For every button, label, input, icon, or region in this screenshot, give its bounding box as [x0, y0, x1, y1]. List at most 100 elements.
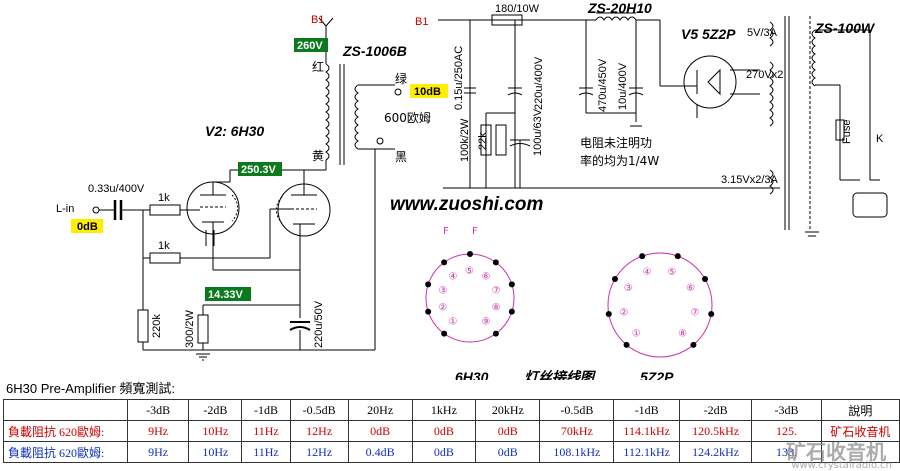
table-cell: 9Hz	[126, 420, 190, 442]
tube-6h30-pin-label: ⑤	[465, 266, 474, 277]
tube-6h30-pin-label: ⑧	[492, 303, 501, 314]
table-cell: 108.1kHz	[539, 441, 615, 463]
fuse-label: Fuse	[841, 120, 853, 144]
row-label: 負載阻抗 620歐姆:	[3, 420, 128, 442]
switch-label: K	[876, 133, 884, 145]
table-cell: 0dB	[411, 441, 477, 463]
tube-6h30-pin-label: ③	[438, 285, 447, 296]
table-cell: 70kHz	[539, 420, 615, 442]
tube-6h30-pin-label: ④	[449, 271, 458, 282]
table-cell: 0dB	[475, 420, 541, 442]
tube-5z2p-pin-dot	[611, 276, 618, 282]
table-cell: 0.4dB	[347, 441, 413, 463]
table-header: -0.5dB	[289, 399, 349, 421]
tube-6h30-pin-label: ②	[438, 303, 447, 314]
tube-5z2p-pin-label: ④	[643, 267, 652, 278]
note-line1: 电阻未注明功	[580, 135, 652, 150]
table-header: -0.5dB	[539, 399, 615, 421]
filament-f-right: F	[472, 226, 478, 237]
table-cell: 12Hz	[289, 441, 349, 463]
tube-5z2p-pin-label: ⑤	[667, 267, 676, 278]
input-cap-label: 0.33u/400V	[88, 183, 145, 195]
tube-6h30-pin-label: ①	[449, 317, 458, 328]
tube-5z2p-pin-label: ②	[620, 307, 629, 318]
table-header: -1dB	[613, 399, 681, 421]
pin-fig-6h30-label: 6H30	[455, 369, 489, 380]
tube-6h30-pin-dot	[425, 281, 432, 288]
voltage-badge-250	[238, 162, 282, 176]
filament-f-left: F	[443, 226, 449, 237]
voltage-badge-260	[294, 38, 328, 52]
table-cell: 133.	[751, 441, 822, 463]
pin-fig-title: 灯丝接线图	[524, 369, 596, 380]
wire-black-label: 黑	[395, 150, 407, 164]
output-transformer-label: ZS-1006B	[342, 43, 407, 59]
cathode-cap-label: 220u/50V	[313, 300, 325, 348]
tube-5z2p-pin-label: ①	[632, 329, 641, 340]
tube-6h30-pin-dot	[425, 308, 432, 315]
b1-left-label: B1	[311, 14, 324, 26]
table-cell: 120.5kHz	[679, 420, 753, 442]
tube-6h30-pin-dot	[467, 251, 473, 257]
r220k-label: 220k	[151, 314, 163, 338]
voltage-14-text: 14.33V	[208, 289, 244, 301]
table-header: -2dB	[188, 399, 243, 421]
grid-resistor-label: 1k	[158, 192, 170, 204]
cap220-label: 220u/400V	[533, 56, 545, 110]
website-label: www.zuoshi.com	[390, 194, 544, 215]
table-cell: 0dB	[475, 441, 541, 463]
input-level-text: 0dB	[77, 221, 98, 233]
pin-diagram-5z2p	[607, 252, 713, 358]
tube-6h30-pin-label: ⑨	[481, 317, 490, 328]
input-label: L-in	[56, 203, 74, 215]
tube-6h30-pin-dot	[508, 281, 515, 288]
bandwidth-table: -3dB -2dB -1dB -0.5dB 20Hz 1kHz 20kHz -0…	[3, 399, 900, 463]
table-cell: 11Hz	[241, 441, 291, 463]
tube-6h30-pin-dot	[508, 308, 515, 315]
tube-6h30-pin-dot	[441, 259, 448, 266]
hv-winding-label: 270Vx2	[746, 69, 783, 81]
voltage-250-text: 250.3V	[241, 164, 277, 176]
tube-6h30-pin-label: ⑦	[492, 285, 501, 296]
b1-right-label: B1	[415, 16, 428, 28]
table-header: -2dB	[679, 399, 753, 421]
wire-yellow-label: 黄	[312, 149, 324, 163]
heater-5v-label: 5V/3A	[747, 27, 778, 39]
table-row: 負載阻抗 620歐姆: 9Hz 10Hz 11Hz 12Hz 0.4dB 0dB…	[3, 441, 900, 463]
table-cell	[820, 441, 900, 463]
table-cell: 12Hz	[289, 420, 349, 442]
watermark-brand: 矿石收音机	[786, 440, 886, 464]
tube-5z2p-pin-label: ⑦	[690, 307, 699, 318]
table-header: -3dB	[751, 399, 822, 421]
table-cell: 114.1kHz	[613, 420, 681, 442]
table-cell: 11Hz	[241, 420, 291, 442]
choke-label: ZS-20H10	[587, 0, 652, 16]
schematic-diagram: B1 B1 260V ZS-1006B 红 绿 10dB 600欧姆 黄 黑 V…	[56, 0, 888, 380]
table-cell: 10Hz	[188, 441, 243, 463]
tube-5z2p-pin-dot	[708, 311, 715, 318]
measurement-title: 6H30 Pre-Amplifier 頻寬測試:	[6, 381, 176, 396]
table-header-row: -3dB -2dB -1dB -0.5dB 20Hz 1kHz 20kHz -0…	[3, 399, 900, 421]
row-label: 負載阻抗 620歐姆:	[3, 441, 128, 463]
r100k-label: 100k/2W	[459, 118, 471, 162]
tube-5z2p-pin-dot	[690, 341, 697, 348]
table-header: 1kHz	[411, 399, 477, 421]
heater-315-label: 3.15Vx2/3A	[721, 174, 779, 186]
table-header: 說明	[820, 399, 900, 421]
tube-6h30-pin-dot	[441, 330, 448, 337]
input-level-badge	[71, 219, 103, 233]
tube-6h30-pin-dot	[492, 259, 499, 266]
cap10-label: 10u/400V	[617, 62, 629, 110]
tube-5z2p-pin-label: ⑧	[678, 329, 687, 340]
tube-5z2p-pin-dot	[623, 341, 630, 348]
table-header: -3dB	[126, 399, 190, 421]
pin-fig-5z2p-label: 5Z2P	[640, 369, 674, 380]
tube-v2-label: V2: 6H30	[205, 123, 264, 139]
tube-6h30-pin-dot	[492, 330, 499, 337]
tube-5z2p-pin-label: ⑥	[686, 283, 695, 294]
output-level-badge	[410, 84, 448, 98]
watermark-url: www.crystalradio.cn	[791, 460, 892, 471]
table-cell: 9Hz	[126, 441, 190, 463]
table-cell: 10Hz	[188, 420, 243, 442]
cap100-label: 100u/63V	[532, 108, 544, 156]
